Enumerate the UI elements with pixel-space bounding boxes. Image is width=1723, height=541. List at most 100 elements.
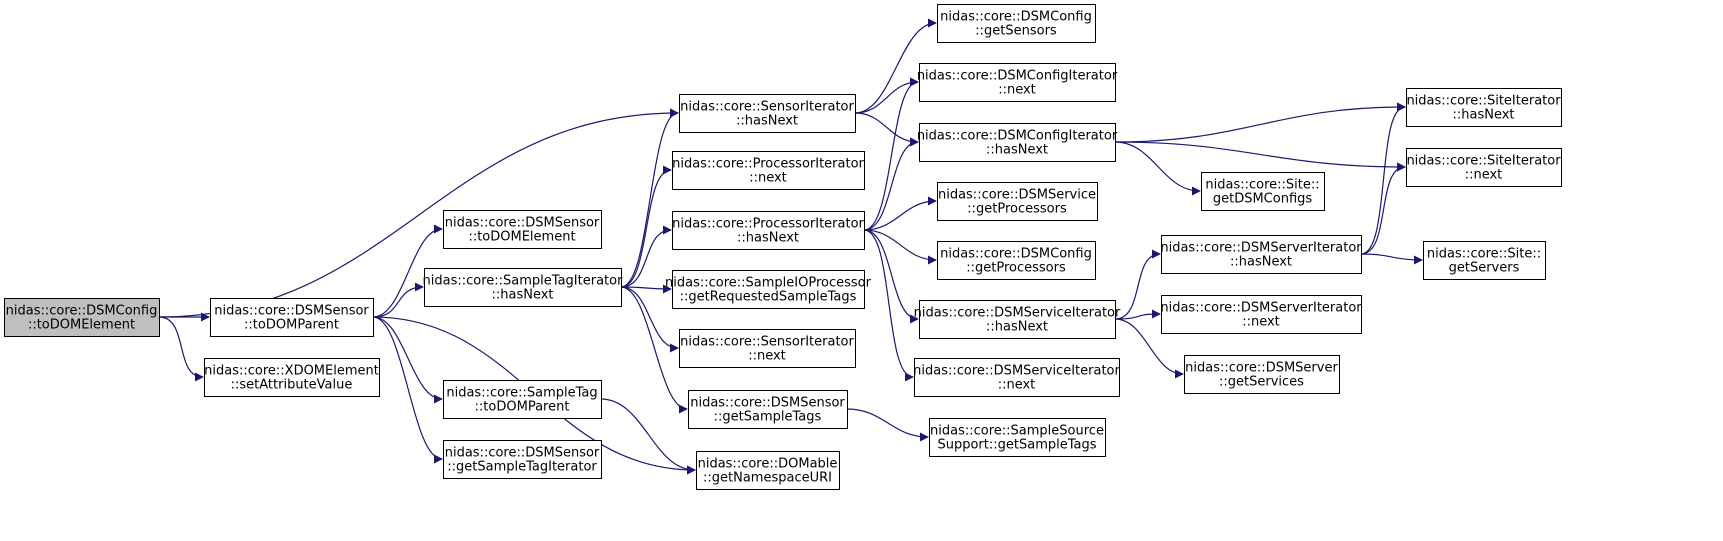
edge-configIter-hasNext-to-site-getDSMConfigs bbox=[1114, 141, 1201, 196]
node-site-getServers[interactable]: nidas::core::Site::getServers bbox=[1423, 241, 1546, 280]
node-label-line: ::toDOMParent bbox=[244, 318, 339, 333]
node-label-line: nidas::core::ProcessorIterator bbox=[672, 157, 864, 172]
node-label-line: nidas::core::DSMConfigIterator bbox=[917, 129, 1118, 144]
edge-sampletagiter-hasNext-to-procIter-hasNext bbox=[620, 225, 672, 288]
node-box bbox=[919, 63, 1116, 102]
node-sensor-toDOMParent[interactable]: nidas::core::DSMSensor::toDOMParent bbox=[210, 298, 374, 337]
node-label-line: ::getSensors bbox=[975, 24, 1057, 39]
node-sensoriter-hasNext[interactable]: nidas::core::SensorIterator::hasNext bbox=[679, 94, 856, 133]
node-label-line: nidas::core::DSMService bbox=[938, 188, 1096, 203]
node-label-line: ::getSampleTags bbox=[714, 410, 822, 425]
edge-sensor-toDOMParent-to-sampletagiter-hasNext bbox=[372, 282, 424, 318]
node-label-line: nidas::core::SensorIterator bbox=[680, 335, 854, 350]
node-box bbox=[443, 440, 602, 479]
node-label-line: ::toDOMElement bbox=[468, 230, 575, 245]
node-label-line: ::next bbox=[1465, 168, 1503, 183]
node-sensoriter-next[interactable]: nidas::core::SensorIterator::next bbox=[679, 329, 856, 368]
node-label-line: ::hasNext bbox=[737, 231, 799, 246]
node-label-line: ::getNamespaceURI bbox=[703, 471, 832, 486]
node-serviceIter-next[interactable]: nidas::core::DSMServiceIterator::next bbox=[913, 358, 1120, 397]
edge-sampletagiter-hasNext-to-sensor-getSampleTags bbox=[620, 286, 688, 414]
node-root[interactable]: nidas::core::DSMConfig::toDOMElement bbox=[4, 298, 160, 337]
node-box bbox=[1406, 148, 1562, 187]
node-box bbox=[1423, 241, 1546, 280]
edge-sensor-toDOMParent-to-sampletag-toDOMParent bbox=[372, 316, 443, 404]
edge-procIter-hasNext-to-config-getProcessors bbox=[863, 229, 937, 265]
node-label-line: nidas::core::DSMSensor bbox=[690, 396, 845, 411]
edge-procIter-hasNext-to-serviceIter-next bbox=[863, 229, 914, 382]
node-label-line: nidas::core::DSMServiceIterator bbox=[913, 364, 1120, 379]
node-service-getProcessors[interactable]: nidas::core::DSMService::getProcessors bbox=[937, 182, 1098, 221]
node-sampletag-toDOMParent[interactable]: nidas::core::SampleTag::toDOMParent bbox=[443, 380, 602, 419]
node-box bbox=[914, 358, 1120, 397]
node-box bbox=[1161, 295, 1362, 334]
node-box bbox=[672, 270, 865, 309]
node-box bbox=[929, 418, 1106, 457]
node-label-line: nidas::core::XDOMElement bbox=[204, 364, 379, 379]
node-server-getServices[interactable]: nidas::core::DSMServer::getServices bbox=[1184, 355, 1340, 394]
node-box bbox=[1184, 355, 1340, 394]
node-label-line: nidas::core::SampleIOProcessor bbox=[665, 276, 872, 291]
node-serverIter-next[interactable]: nidas::core::DSMServerIterator::next bbox=[1160, 295, 1362, 334]
node-samplesource-getTags[interactable]: nidas::core::SampleSourceSupport::getSam… bbox=[929, 418, 1106, 457]
node-box bbox=[696, 451, 840, 490]
node-label-line: nidas::core::SampleTagIterator bbox=[423, 274, 624, 289]
node-label-line: nidas::core::DSMServiceIterator bbox=[914, 306, 1121, 321]
edge-serverIter-hasNext-to-siteIter-hasNext bbox=[1360, 102, 1406, 255]
node-label-line: ::getSampleTagIterator bbox=[447, 460, 597, 475]
node-label-line: nidas::core::DSMConfigIterator bbox=[917, 69, 1118, 84]
node-label-line: ::next bbox=[749, 171, 787, 186]
node-box bbox=[688, 390, 848, 429]
node-box bbox=[937, 182, 1098, 221]
edge-procIter-hasNext-to-serviceIter-hasNext bbox=[863, 229, 919, 324]
edge-sampletag-toDOMParent-to-domable-getNs bbox=[600, 398, 696, 475]
node-label-line: ::hasNext bbox=[1452, 108, 1514, 123]
node-label-line: ::next bbox=[748, 349, 786, 364]
node-configIter-hasNext[interactable]: nidas::core::DSMConfigIterator::hasNext bbox=[917, 123, 1118, 162]
node-sampleio-getReq[interactable]: nidas::core::SampleIOProcessor::getReque… bbox=[665, 270, 872, 309]
node-domable-getNs[interactable]: nidas::core::DOMable::getNamespaceURI bbox=[696, 451, 840, 490]
node-box bbox=[937, 4, 1096, 43]
node-site-getDSMConfigs[interactable]: nidas::core::Site::getDSMConfigs bbox=[1201, 172, 1325, 211]
node-siteIter-hasNext[interactable]: nidas::core::SiteIterator::hasNext bbox=[1406, 88, 1562, 127]
node-sensor-getSampleTags[interactable]: nidas::core::DSMSensor::getSampleTags bbox=[688, 390, 848, 429]
node-box bbox=[919, 300, 1116, 339]
node-label-line: nidas::core::DSMServer bbox=[1185, 361, 1338, 376]
edge-serviceIter-hasNext-to-serverIter-hasNext bbox=[1114, 249, 1161, 320]
node-label-line: ::next bbox=[1242, 315, 1280, 330]
node-procIter-hasNext[interactable]: nidas::core::ProcessorIterator::hasNext bbox=[672, 211, 865, 250]
node-label-line: ::toDOMParent bbox=[475, 400, 570, 415]
node-xdom-setAttr[interactable]: nidas::core::XDOMElement::setAttributeVa… bbox=[204, 358, 380, 397]
node-procIter-next[interactable]: nidas::core::ProcessorIterator::next bbox=[672, 151, 865, 190]
node-sensor-toDOMElement[interactable]: nidas::core::DSMSensor::toDOMElement bbox=[443, 210, 602, 249]
node-label-line: nidas::core::SiteIterator bbox=[1406, 94, 1561, 109]
node-label-line: ::getProcessors bbox=[967, 202, 1067, 217]
node-label-line: ::getProcessors bbox=[966, 261, 1066, 276]
node-label-line: nidas::core::DOMable bbox=[698, 457, 838, 472]
node-label-line: nidas::core::DSMConfig bbox=[6, 304, 158, 319]
node-label-line: nidas::core::ProcessorIterator bbox=[672, 217, 864, 232]
node-sampletagiter-hasNext[interactable]: nidas::core::SampleTagIterator::hasNext bbox=[423, 268, 624, 307]
node-box bbox=[424, 268, 622, 307]
edge-procIter-hasNext-to-configIter-hasNext bbox=[863, 137, 919, 231]
node-siteIter-next[interactable]: nidas::core::SiteIterator::next bbox=[1406, 148, 1562, 187]
node-serviceIter-hasNext[interactable]: nidas::core::DSMServiceIterator::hasNext bbox=[914, 300, 1121, 339]
node-label-line: nidas::core::Site:: bbox=[1205, 178, 1319, 193]
node-box bbox=[679, 94, 856, 133]
node-box bbox=[1161, 235, 1362, 274]
node-label-line: ::next bbox=[998, 83, 1036, 98]
edge-sensor-toDOMParent-to-sensor-toDOMElement bbox=[372, 224, 443, 318]
node-serverIter-hasNext[interactable]: nidas::core::DSMServerIterator::hasNext bbox=[1160, 235, 1362, 274]
node-label-line: getDSMConfigs bbox=[1213, 192, 1313, 207]
node-label-line: nidas::core::SampleSource bbox=[930, 424, 1104, 439]
node-config-getSensors[interactable]: nidas::core::DSMConfig::getSensors bbox=[937, 4, 1096, 43]
node-label-line: nidas::core::DSMSensor bbox=[445, 216, 600, 231]
node-sensor-getSampleTagIter[interactable]: nidas::core::DSMSensor::getSampleTagIter… bbox=[443, 440, 602, 479]
node-config-getProcessors[interactable]: nidas::core::DSMConfig::getProcessors bbox=[937, 241, 1096, 280]
node-box bbox=[204, 358, 380, 397]
node-configIter-next[interactable]: nidas::core::DSMConfigIterator::next bbox=[917, 63, 1118, 102]
node-label-line: getServers bbox=[1449, 261, 1520, 276]
node-label-line: nidas::core::DSMSensor bbox=[445, 446, 600, 461]
node-box bbox=[937, 241, 1096, 280]
node-label-line: nidas::core::DSMSensor bbox=[214, 304, 369, 319]
